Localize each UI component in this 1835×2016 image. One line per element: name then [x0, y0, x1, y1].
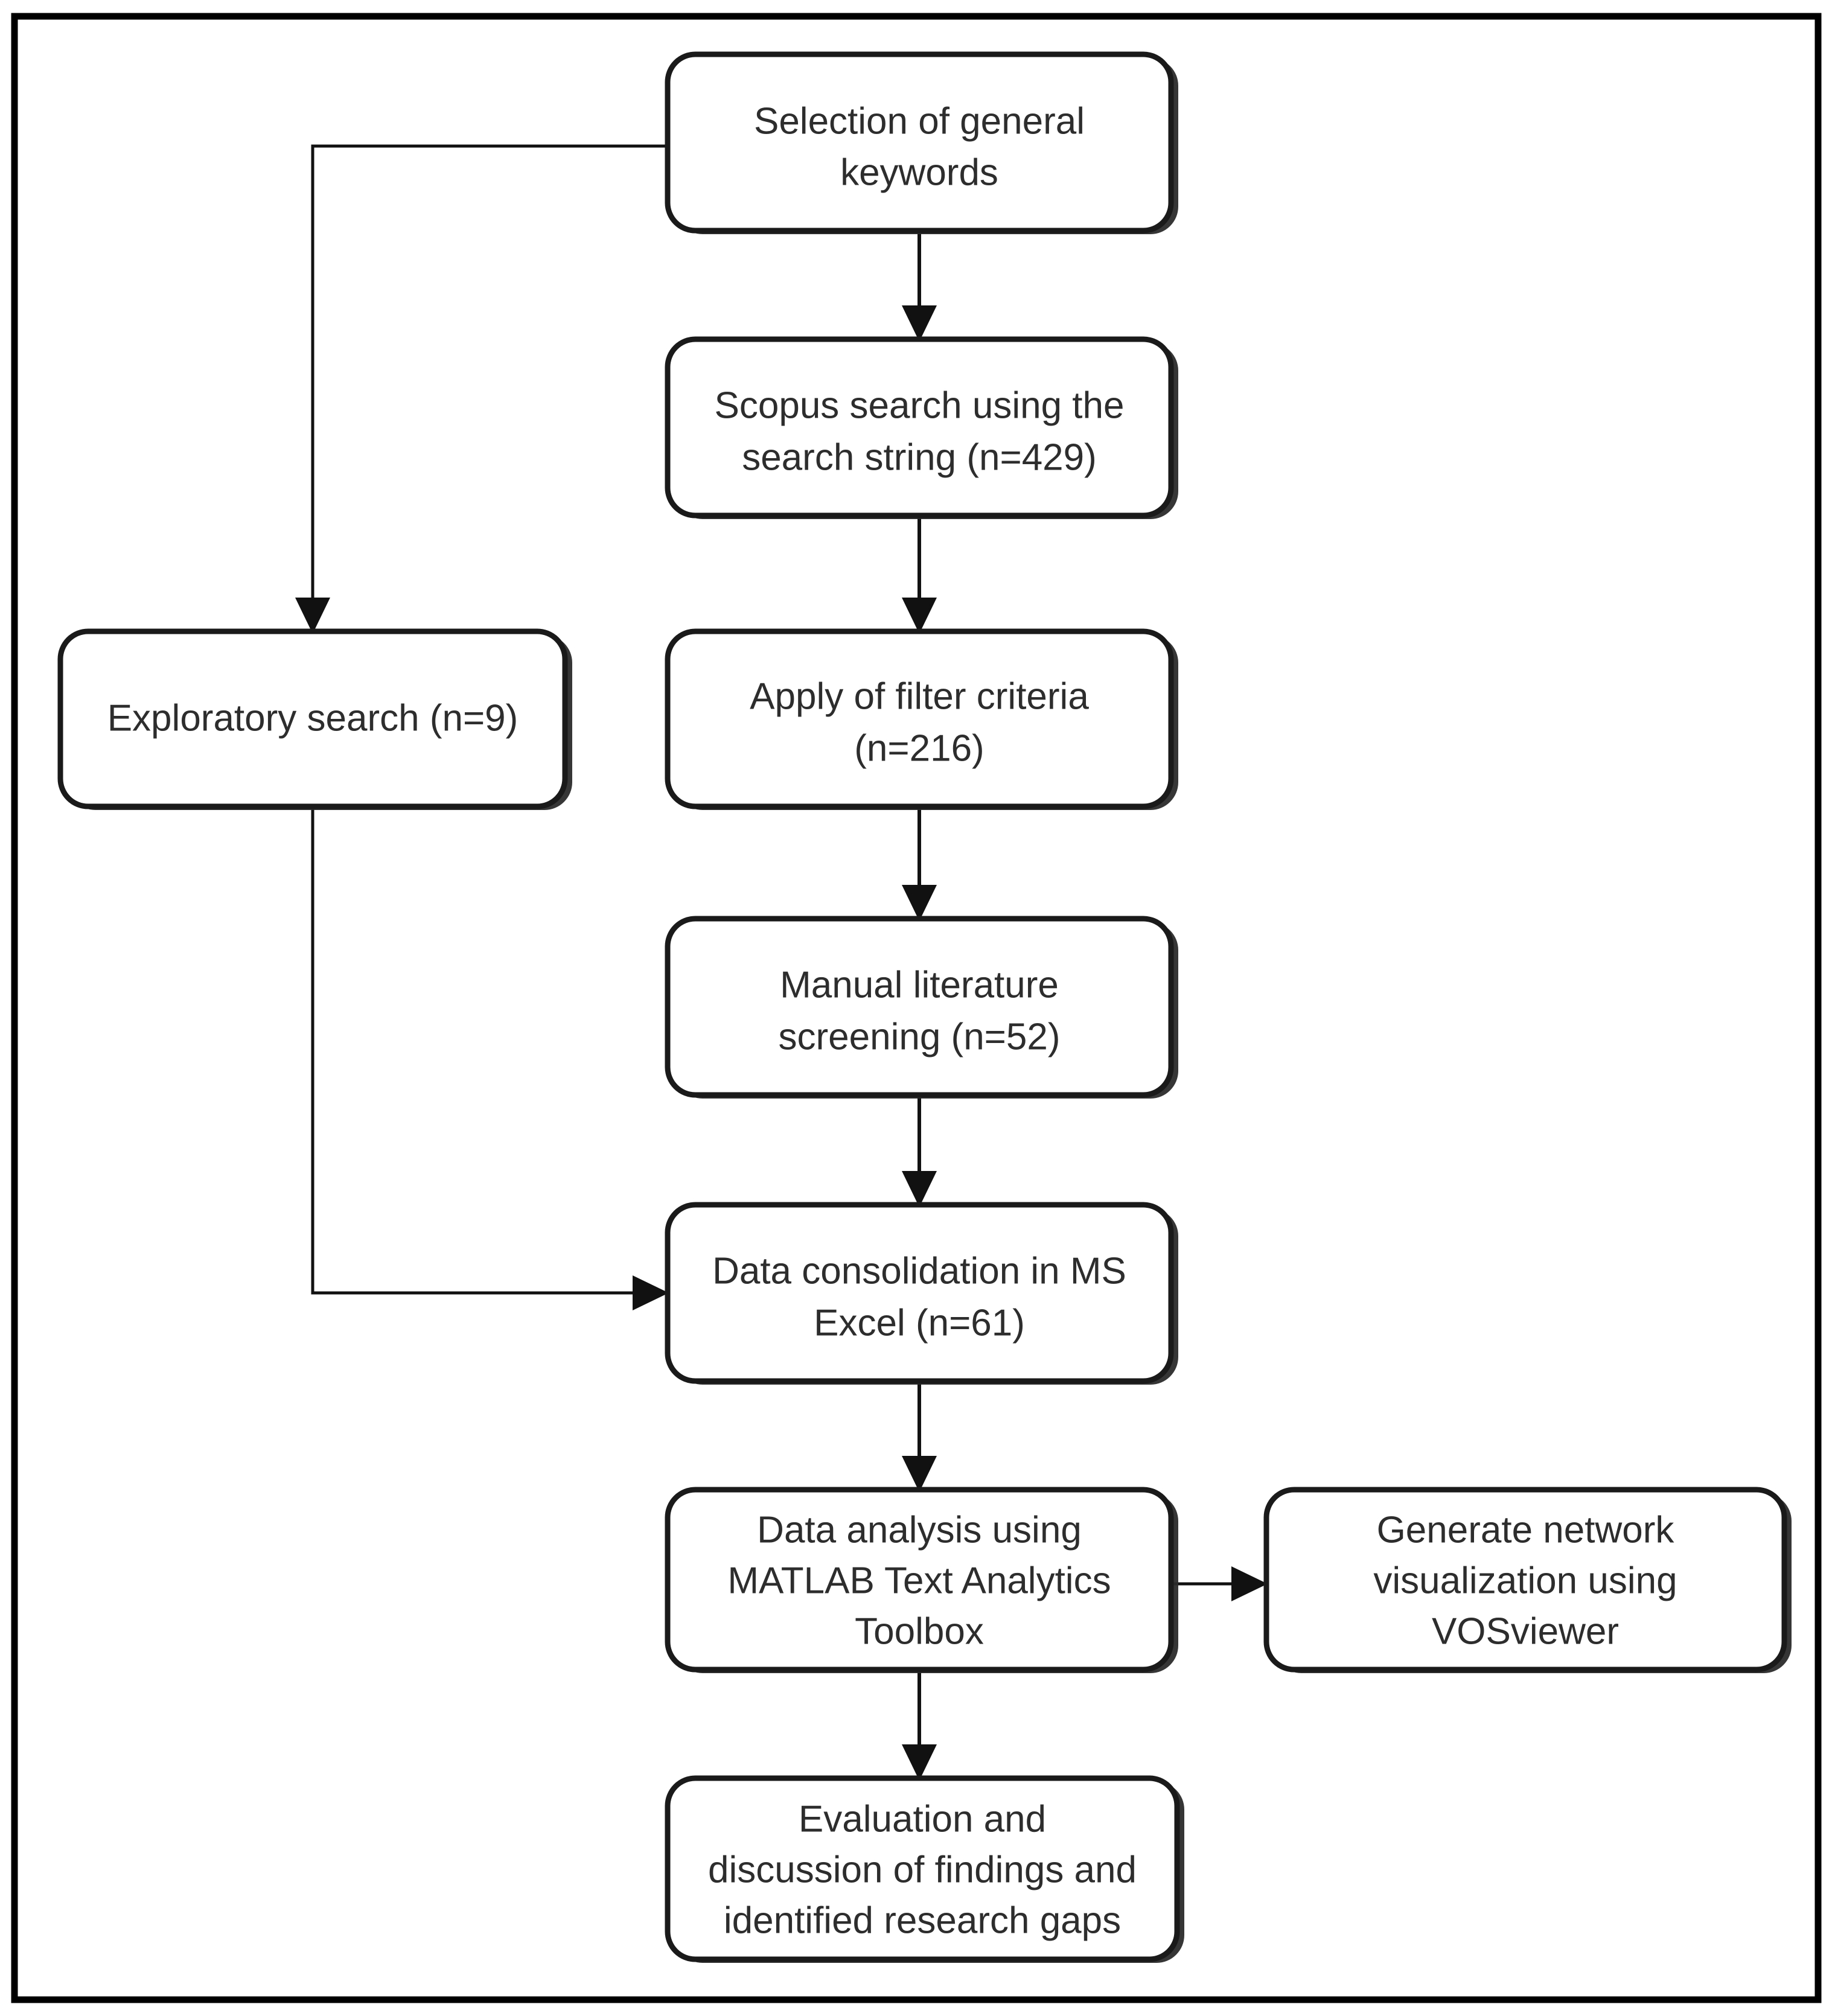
node-label-line-2: search string (n=429)	[742, 436, 1097, 478]
edge-exploratory-to-consolidation	[311, 806, 669, 1310]
node-frame	[665, 1775, 1180, 1962]
node-label-line-1: Evaluation and	[799, 1798, 1046, 1840]
figure-outer-border	[11, 13, 1822, 2003]
node-evaluation-and-discussion[interactable]: Evaluation and discussion of findings an…	[665, 1775, 1184, 1963]
node-label-line-1: Scopus search using the	[715, 384, 1125, 426]
node-frame	[57, 628, 568, 809]
node-scopus-search[interactable]: Scopus search using the search string (n…	[665, 336, 1178, 519]
node-label-line-1: Apply of filter criteria	[750, 675, 1089, 717]
node-frame	[665, 51, 1174, 234]
node-label-line-1: Selection of general	[754, 100, 1085, 142]
node-data-analysis-matlab[interactable]: Data analysis using MATLAB Text Analytic…	[665, 1487, 1178, 1673]
node-label-line-2: visualization using	[1373, 1560, 1677, 1601]
node-label-line-1: Generate network	[1377, 1509, 1675, 1551]
edge-scopus-to-filter	[902, 515, 937, 634]
node-frame	[665, 628, 1174, 809]
node-label-line-3: identified research gaps	[724, 1900, 1121, 1941]
node-frame	[665, 1202, 1174, 1384]
node-label-line-2: Excel (n=61)	[814, 1302, 1025, 1344]
edge-keywords-to-scopus	[902, 231, 937, 342]
edge-filter-to-screening	[902, 806, 937, 921]
edge-consolidation-to-analysis	[902, 1381, 937, 1492]
node-label-line-2: keywords	[840, 152, 998, 193]
node-frame	[665, 1487, 1174, 1673]
node-label-line-1: Manual literature	[780, 964, 1059, 1006]
node-manual-literature-screening[interactable]: Manual literature screening (n=52)	[665, 916, 1178, 1099]
node-label-line-2: screening (n=52)	[779, 1016, 1061, 1057]
node-label-line-2: MATLAB Text Analytics	[727, 1560, 1111, 1601]
node-label-line-1: Data analysis using	[757, 1509, 1082, 1551]
node-apply-of-filter-criteria[interactable]: Apply of filter criteria (n=216)	[665, 628, 1178, 810]
node-frame	[665, 336, 1174, 518]
node-generate-network-visualization[interactable]: Generate network visualization using VOS…	[1263, 1487, 1792, 1673]
node-label-line-3: Toolbox	[855, 1610, 984, 1652]
node-selection-of-general-keywords[interactable]: Selection of general keywords	[665, 51, 1178, 234]
node-label-line-3: VOSviewer	[1432, 1610, 1619, 1652]
node-label-line-2: (n=216)	[854, 727, 984, 769]
edge-keywords-to-exploratory	[295, 144, 668, 634]
node-label-line-1: Data consolidation in MS	[712, 1250, 1126, 1292]
edge-analysis-to-evaluation	[902, 1670, 937, 1781]
node-label-line-1: Exploratory search (n=9)	[107, 697, 519, 739]
node-frame	[665, 916, 1174, 1098]
node-exploratory-search[interactable]: Exploratory search (n=9)	[57, 628, 572, 810]
edge-screening-to-consolidation	[902, 1095, 937, 1207]
edge-analysis-to-visualization	[1171, 1566, 1268, 1601]
node-data-consolidation[interactable]: Data consolidation in MS Excel (n=61)	[665, 1202, 1178, 1385]
node-frame	[1263, 1487, 1787, 1673]
node-label-line-2: discussion of findings and	[708, 1849, 1137, 1890]
